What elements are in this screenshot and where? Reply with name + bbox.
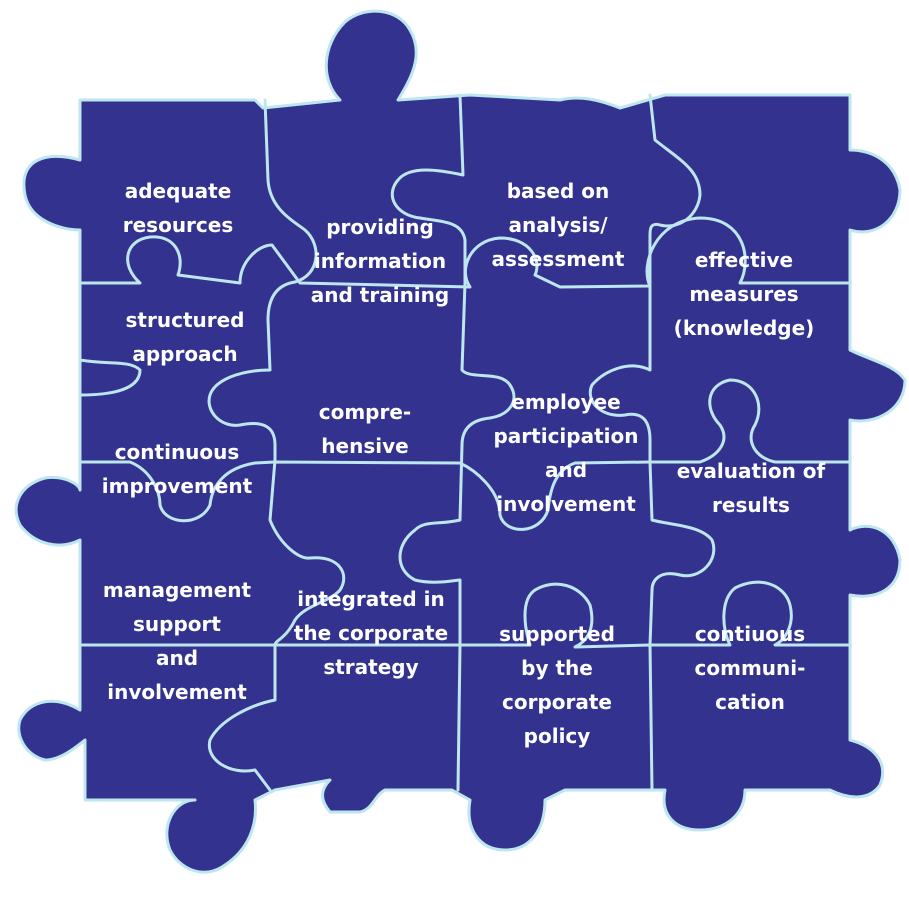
puzzle-body bbox=[14, 9, 907, 874]
label-line: cation bbox=[715, 690, 785, 714]
piece-label-integrated-corporate-strategy: integrated in the corporate strategy bbox=[271, 582, 471, 684]
piece-label-management-support: management support and involvement bbox=[77, 573, 277, 709]
label-line: employee bbox=[511, 390, 621, 414]
label-line: policy bbox=[523, 724, 591, 748]
label-line: assessment bbox=[491, 247, 625, 271]
label-line: information bbox=[313, 249, 447, 273]
label-line: compre- bbox=[318, 400, 412, 424]
piece-label-adequate-resources: adequate resources bbox=[78, 174, 278, 242]
piece-label-supported-by-policy: supported by the corporate policy bbox=[457, 617, 657, 753]
piece-label-structured-approach: structured approach bbox=[85, 303, 285, 371]
label-line: involvement bbox=[107, 680, 247, 704]
label-line: structured bbox=[125, 308, 245, 332]
label-line: by the bbox=[521, 656, 593, 680]
puzzle-seam bbox=[588, 93, 716, 792]
label-line: supported bbox=[499, 622, 615, 646]
label-line: (knowledge) bbox=[673, 316, 815, 340]
label-line: management bbox=[102, 578, 252, 602]
piece-label-effective-measures: effective measures (knowledge) bbox=[644, 243, 844, 345]
label-line: measures bbox=[689, 282, 799, 306]
label-line: participation bbox=[493, 424, 639, 448]
piece-label-based-on-analysis: based on analysis/ assessment bbox=[458, 174, 658, 276]
label-line: hensive bbox=[321, 434, 409, 458]
piece-label-contiuous-communication: contiuous communi- cation bbox=[650, 617, 850, 719]
label-line: and training bbox=[310, 283, 450, 307]
label-line: resources bbox=[122, 213, 234, 237]
label-line: evaluation of bbox=[676, 459, 826, 483]
label-line: strategy bbox=[323, 655, 419, 679]
puzzle-seam bbox=[390, 93, 516, 792]
puzzle-seam bbox=[78, 216, 852, 289]
label-line: involvement bbox=[496, 492, 636, 516]
label-line: results bbox=[712, 493, 790, 517]
label-line: approach bbox=[132, 342, 238, 366]
label-line: communi- bbox=[694, 656, 806, 680]
label-line: support bbox=[133, 612, 221, 636]
label-line: based on bbox=[506, 179, 610, 203]
piece-label-comprehensive: compre- hensive bbox=[265, 395, 465, 463]
piece-label-evaluation-of-results: evaluation of results bbox=[651, 454, 851, 522]
puzzle-seam bbox=[78, 378, 852, 531]
label-line: effective bbox=[694, 248, 794, 272]
label-line: the corporate bbox=[293, 621, 449, 645]
label-line: contiuous bbox=[694, 622, 806, 646]
label-line: providing bbox=[326, 215, 434, 239]
label-line: analysis/ bbox=[508, 213, 608, 237]
label-line: continuous bbox=[114, 440, 240, 464]
label-line: and bbox=[155, 646, 199, 670]
piece-label-employee-participation: employee participation and involvement bbox=[466, 385, 666, 521]
label-line: and bbox=[544, 458, 588, 482]
label-line: corporate bbox=[502, 690, 612, 714]
puzzle-seam bbox=[207, 98, 346, 792]
piece-label-providing-information: providing information and training bbox=[280, 210, 480, 312]
label-line: adequate bbox=[124, 179, 232, 203]
piece-label-continuous-improvement: continuous improvement bbox=[77, 435, 277, 503]
label-line: integrated in bbox=[297, 587, 445, 611]
label-line: improvement bbox=[101, 474, 253, 498]
puzzle-seam bbox=[78, 580, 852, 649]
